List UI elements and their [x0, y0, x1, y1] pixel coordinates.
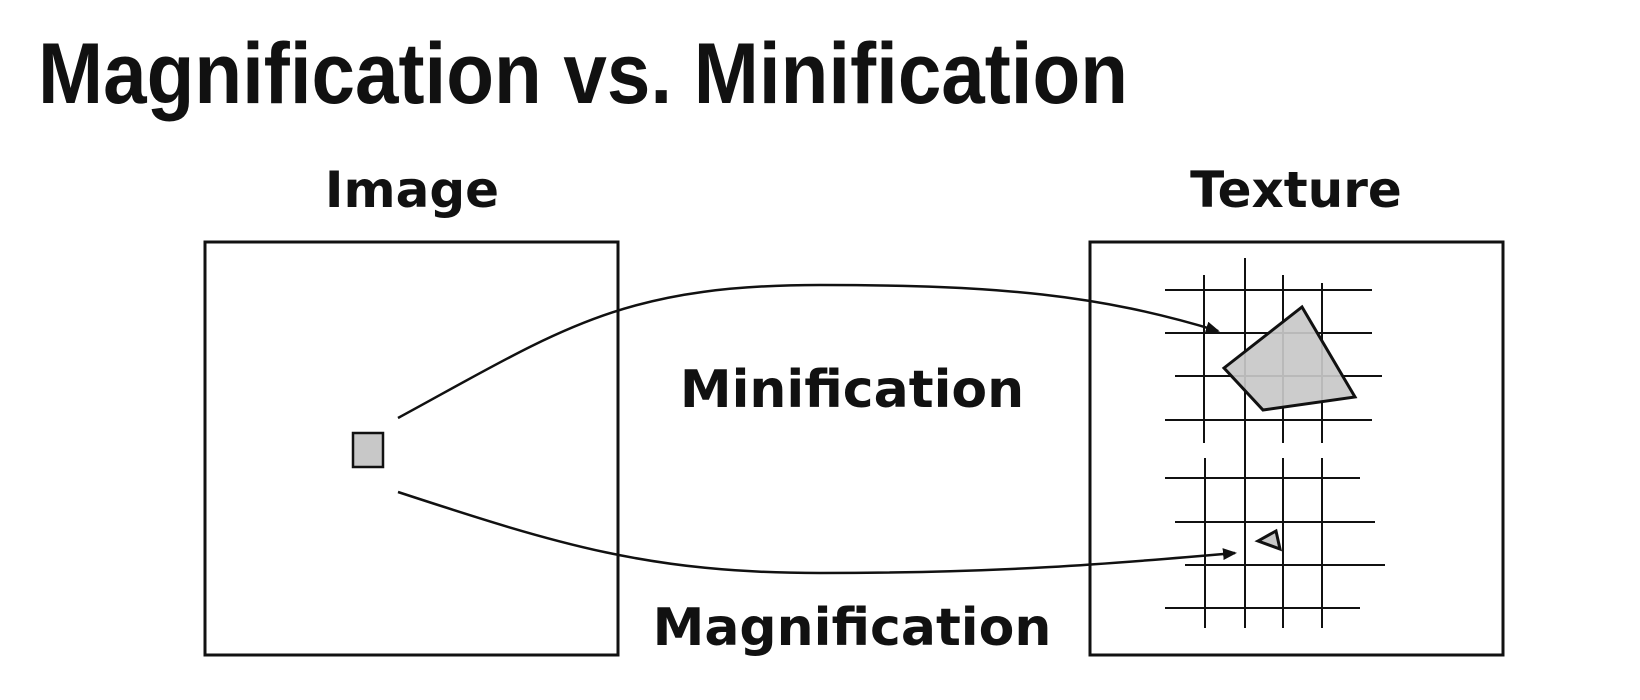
screen-pixel: [351, 431, 385, 469]
minification-label: Minification: [680, 360, 1024, 420]
magnification-arrow: [397, 490, 1237, 575]
image-panel-label: Image: [325, 161, 499, 219]
texture-panel-label: Texture: [1190, 161, 1402, 219]
minification-arrow: [397, 283, 1220, 420]
pixel-footprint-small: [1254, 528, 1283, 552]
image-panel: [203, 240, 620, 657]
pixel-footprint-large: [1221, 304, 1358, 412]
texel-grid-magnification: [1165, 443, 1385, 628]
magnification-label: Magnification: [653, 598, 1052, 658]
page-title: Magnification vs. Minification: [38, 26, 1128, 122]
texture-panel: [1088, 240, 1505, 657]
